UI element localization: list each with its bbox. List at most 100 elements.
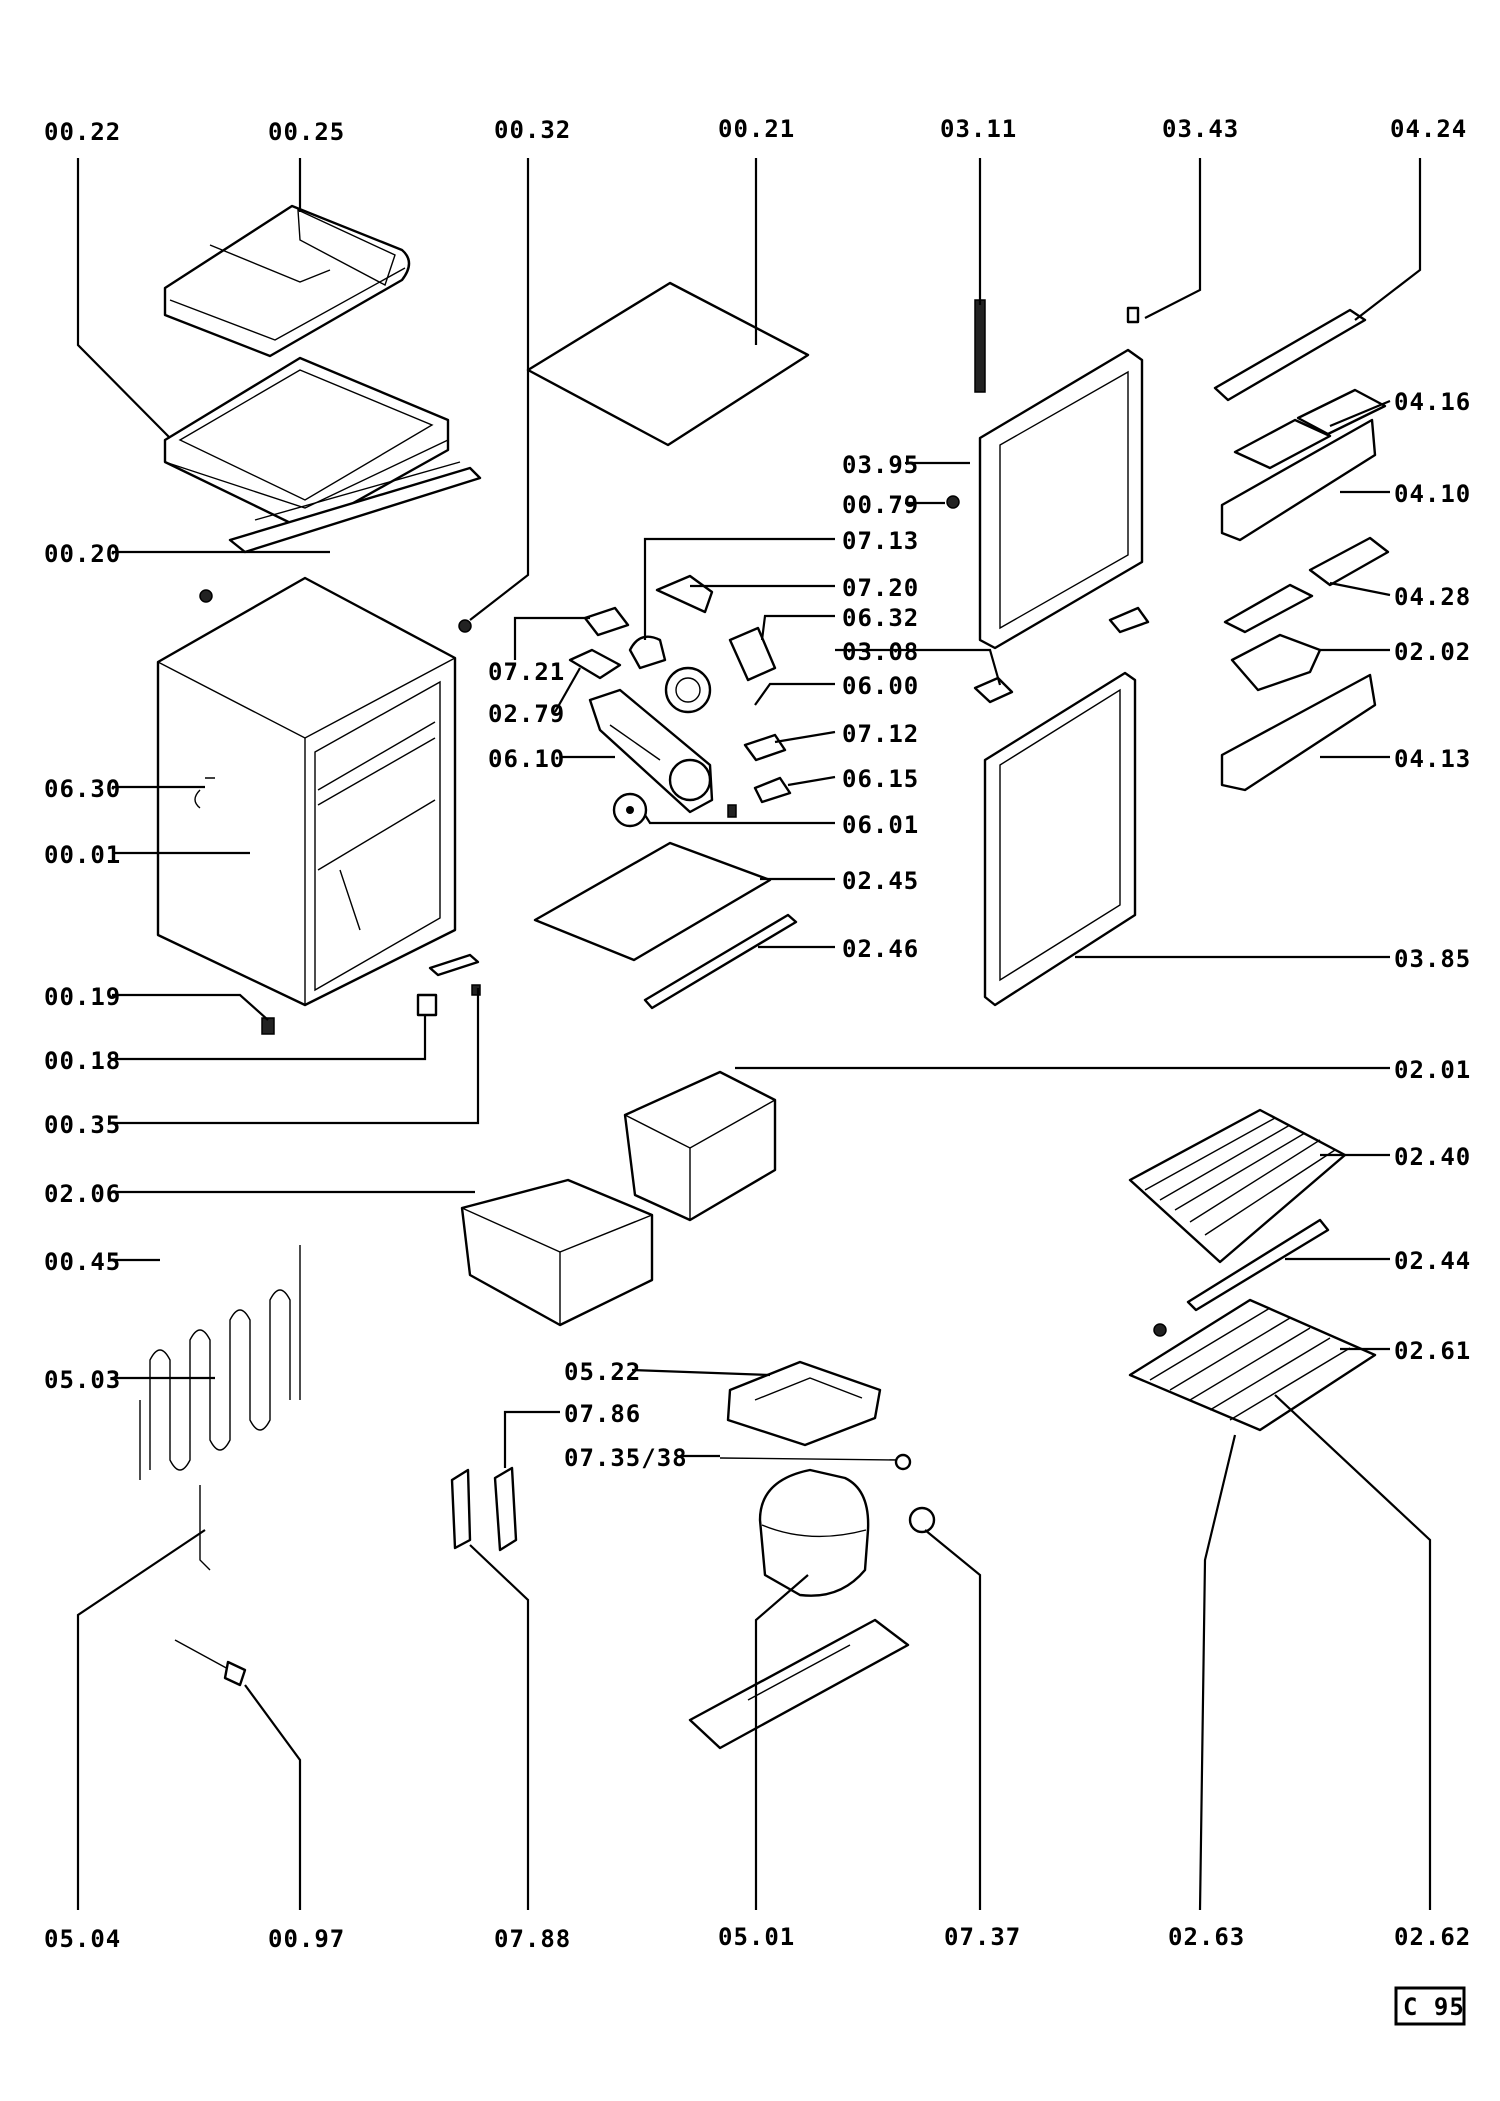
part-panel-0788: [450, 1466, 518, 1552]
label-0022: 00.22: [44, 118, 121, 146]
label-0025: 00.25: [268, 118, 345, 146]
label-0021: 00.21: [718, 115, 795, 143]
diagram-stamp: C 95: [1394, 1986, 1466, 2026]
part-glass-shelf-0245: [533, 841, 772, 962]
label-0262: 02.62: [1394, 1923, 1471, 1951]
part-butter-dish-0202: [1230, 633, 1322, 692]
part-sheet: [526, 281, 810, 447]
label-0788: 07.88: [494, 1925, 571, 1953]
part-cabinet: [156, 576, 457, 1007]
part-shelf-strip-0246: [643, 913, 798, 1010]
stamp-text: C 95: [1403, 1993, 1465, 2021]
part-condenser-0503: [139, 1245, 301, 1571]
part-thermostat-0713: [628, 635, 712, 714]
part-top-cover: [163, 204, 411, 358]
label-0246: 02.46: [842, 935, 919, 963]
label-0713: 07.13: [842, 527, 919, 555]
label-0501: 05.01: [718, 1923, 795, 1951]
part-door-bar-0424: [1213, 308, 1367, 402]
part-cover-0720: [655, 574, 714, 614]
label-0244: 02.44: [1394, 1247, 1471, 1275]
label-0600: 06.00: [842, 672, 919, 700]
label-0721: 07.21: [488, 658, 565, 686]
label-0079: 00.79: [842, 491, 919, 519]
part-knob-0601: [612, 792, 737, 828]
part-door-0395: [978, 348, 1144, 650]
label-0504: 05.04: [44, 1925, 121, 1953]
label-0018: 00.18: [44, 1047, 121, 1075]
part-worktop-frame: [163, 356, 450, 532]
label-0630: 06.30: [44, 775, 121, 803]
part-foot-0019: [261, 1017, 275, 1035]
label-0786: 07.86: [564, 1400, 641, 1428]
label-0097: 00.97: [268, 1925, 345, 1953]
part-control-housing-0610: [588, 688, 714, 814]
part-crisper-0206: [460, 1178, 654, 1327]
label-0263: 02.63: [1168, 1923, 1245, 1951]
label-0424: 04.24: [1390, 115, 1467, 143]
part-pin-0343: [1126, 306, 1140, 324]
part-screw-0079: [946, 495, 960, 509]
part-clip-0630: [194, 777, 215, 809]
part-lamp-0279: [568, 648, 622, 680]
label-0202: 02.02: [1394, 638, 1471, 666]
part-bracket-0035: [428, 953, 481, 996]
part-screw-0032: [458, 619, 472, 633]
label-0206: 02.06: [44, 1180, 121, 1208]
label-0410: 04.10: [1394, 480, 1471, 508]
part-compressor-0501: [688, 1468, 910, 1750]
leader-lines: [76, 158, 1432, 1911]
label-0610: 06.10: [488, 745, 565, 773]
label-0001: 00.01: [44, 841, 121, 869]
part-knob-0615: [753, 776, 792, 804]
part-plate-0632: [728, 626, 777, 682]
part-wire-shelf-0261: [1128, 1298, 1377, 1432]
part-relay-0522: [726, 1360, 882, 1447]
part-cap-0737: [908, 1506, 936, 1534]
part-cable-0097: [174, 1639, 247, 1687]
label-0395: 03.95: [842, 451, 919, 479]
part-labels: 00.22 00.25 00.32 00.21 03.11 03.43 04.2…: [44, 115, 1471, 1953]
label-0428: 04.28: [1394, 583, 1471, 611]
label-0032: 00.32: [494, 116, 571, 144]
label-0632: 06.32: [842, 604, 919, 632]
part-bottle-rack-0413: [1220, 673, 1377, 792]
label-0045: 00.45: [44, 1248, 121, 1276]
label-0308: 03.08: [842, 638, 919, 666]
part-crisper-0201: [623, 1070, 777, 1222]
label-0416: 04.16: [1394, 388, 1471, 416]
part-switch-0712: [743, 733, 787, 762]
label-0035: 00.35: [44, 1111, 121, 1139]
part-door-gasket-0385: [983, 671, 1137, 1007]
label-0311: 03.11: [940, 115, 1017, 143]
label-0201: 02.01: [1394, 1056, 1471, 1084]
part-door-rack-0428: [1223, 536, 1390, 634]
part-shelf-strip-0244: [1186, 1218, 1330, 1312]
label-0020: 00.20: [44, 540, 121, 568]
label-0601: 06.01: [842, 811, 919, 839]
part-hinge-0308: [973, 606, 1150, 704]
label-0413: 04.13: [1394, 745, 1471, 773]
label-0720: 07.20: [842, 574, 919, 602]
part-bulb-0721: [583, 606, 630, 637]
label-073538: 07.35/38: [564, 1444, 688, 1472]
part-foot-0018: [416, 993, 438, 1017]
label-0503: 05.03: [44, 1366, 121, 1394]
label-0019: 00.19: [44, 983, 121, 1011]
label-0343: 03.43: [1162, 115, 1239, 143]
part-egg-tray-0416: [1233, 388, 1387, 470]
label-0737: 07.37: [944, 1923, 1021, 1951]
part-fitting-073538: [719, 1453, 912, 1471]
label-0245: 02.45: [842, 867, 919, 895]
label-0261: 02.61: [1394, 1337, 1471, 1365]
label-0385: 03.85: [1394, 945, 1471, 973]
part-door-rack-0410: [1220, 418, 1377, 542]
label-0279: 02.79: [488, 700, 565, 728]
part-hinge-rod-0311: [974, 299, 986, 393]
label-0522: 05.22: [564, 1358, 641, 1386]
label-0712: 07.12: [842, 720, 919, 748]
part-worktop-strip: [228, 461, 482, 554]
label-0240: 02.40: [1394, 1143, 1471, 1171]
label-0615: 06.15: [842, 765, 919, 793]
